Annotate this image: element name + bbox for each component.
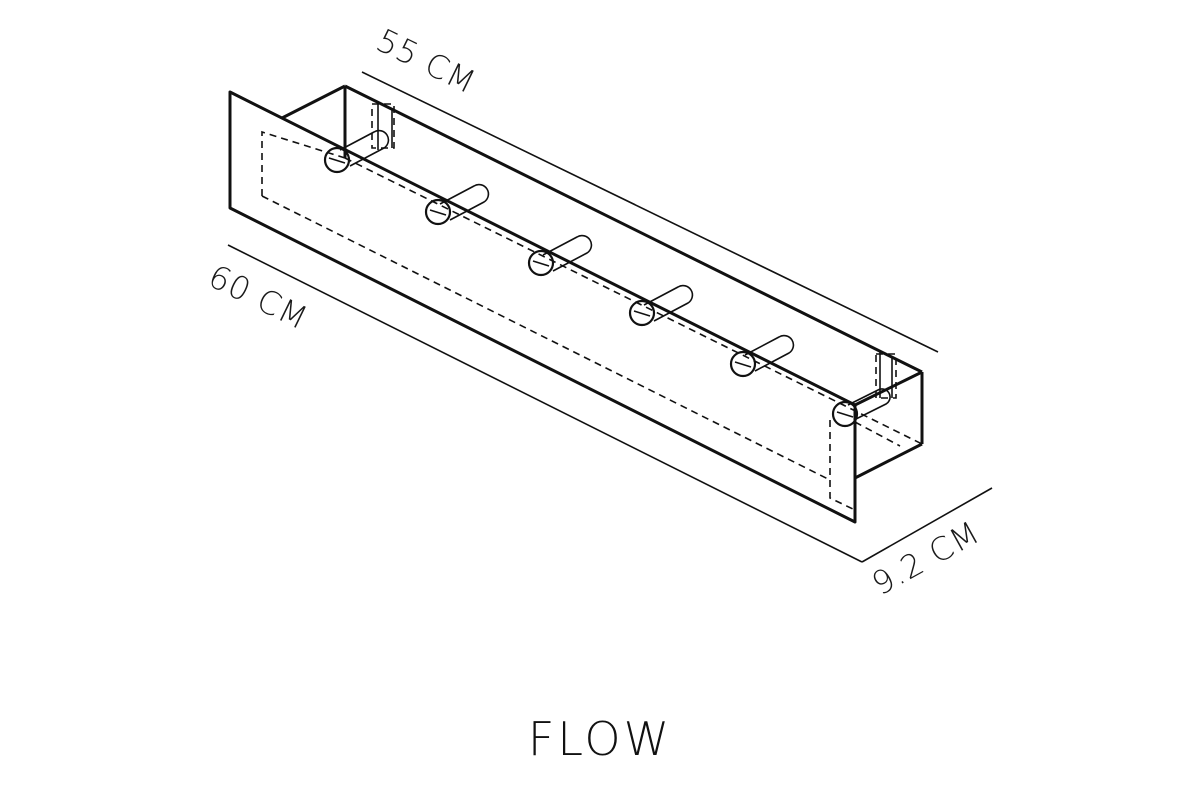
hidden-edge-right-bracket <box>875 353 897 399</box>
peg-4-screw-slot <box>633 310 651 317</box>
peg-2 <box>424 183 490 226</box>
peg-1 <box>323 129 390 174</box>
peg-4-screw-head <box>628 299 656 327</box>
peg-1-shaft <box>339 129 390 167</box>
dimension-label-front-length: 60 CM <box>202 257 314 338</box>
shelf-right-top-edge <box>854 370 923 407</box>
peg-4 <box>628 284 694 327</box>
right-end-screw-shaft <box>847 388 891 420</box>
dimension-line-depth <box>861 487 993 563</box>
peg-5 <box>729 334 795 378</box>
peg-5-screw-slot <box>734 361 752 368</box>
hidden-edge-left-bracket <box>371 103 395 149</box>
peg-5-shaft <box>744 334 795 372</box>
shelf-back-top-edge <box>344 84 923 374</box>
dimension-lines <box>227 71 993 563</box>
right-end-screw <box>831 388 891 428</box>
peg-3-shaft <box>542 234 593 272</box>
hidden-edge-rail <box>261 195 831 481</box>
dimension-line-front-length <box>227 244 863 563</box>
product-name: FLOW <box>527 712 673 766</box>
dimension-label-back-length: 55 CM <box>370 21 482 102</box>
peg-2-screw-head <box>424 198 452 226</box>
shelf-right-bottom-edge <box>854 442 923 480</box>
hidden-edge-left-end <box>261 130 346 196</box>
dimension-line-back-length <box>361 71 939 353</box>
peg-3-screw-head <box>527 249 555 277</box>
shelf-front-panel <box>228 90 857 524</box>
peg-3-screw-slot <box>532 260 550 267</box>
peg-5-screw-head <box>729 350 757 378</box>
peg-2-screw-slot <box>429 209 447 216</box>
peg-3 <box>527 234 593 277</box>
shelf-top-rim <box>281 84 346 120</box>
pegs <box>323 129 891 428</box>
hidden-edges <box>261 103 923 511</box>
right-end-screw-slot <box>836 411 854 418</box>
hidden-edge-right-end <box>829 420 856 511</box>
peg-1-screw-head <box>323 146 351 174</box>
peg-2-shaft <box>439 183 490 221</box>
hidden-edge-right-inner <box>854 421 901 447</box>
peg-1-screw-slot <box>328 157 346 164</box>
shelf-body <box>228 84 924 524</box>
peg-4-shaft <box>643 284 694 322</box>
right-end-screw-head <box>831 400 859 428</box>
